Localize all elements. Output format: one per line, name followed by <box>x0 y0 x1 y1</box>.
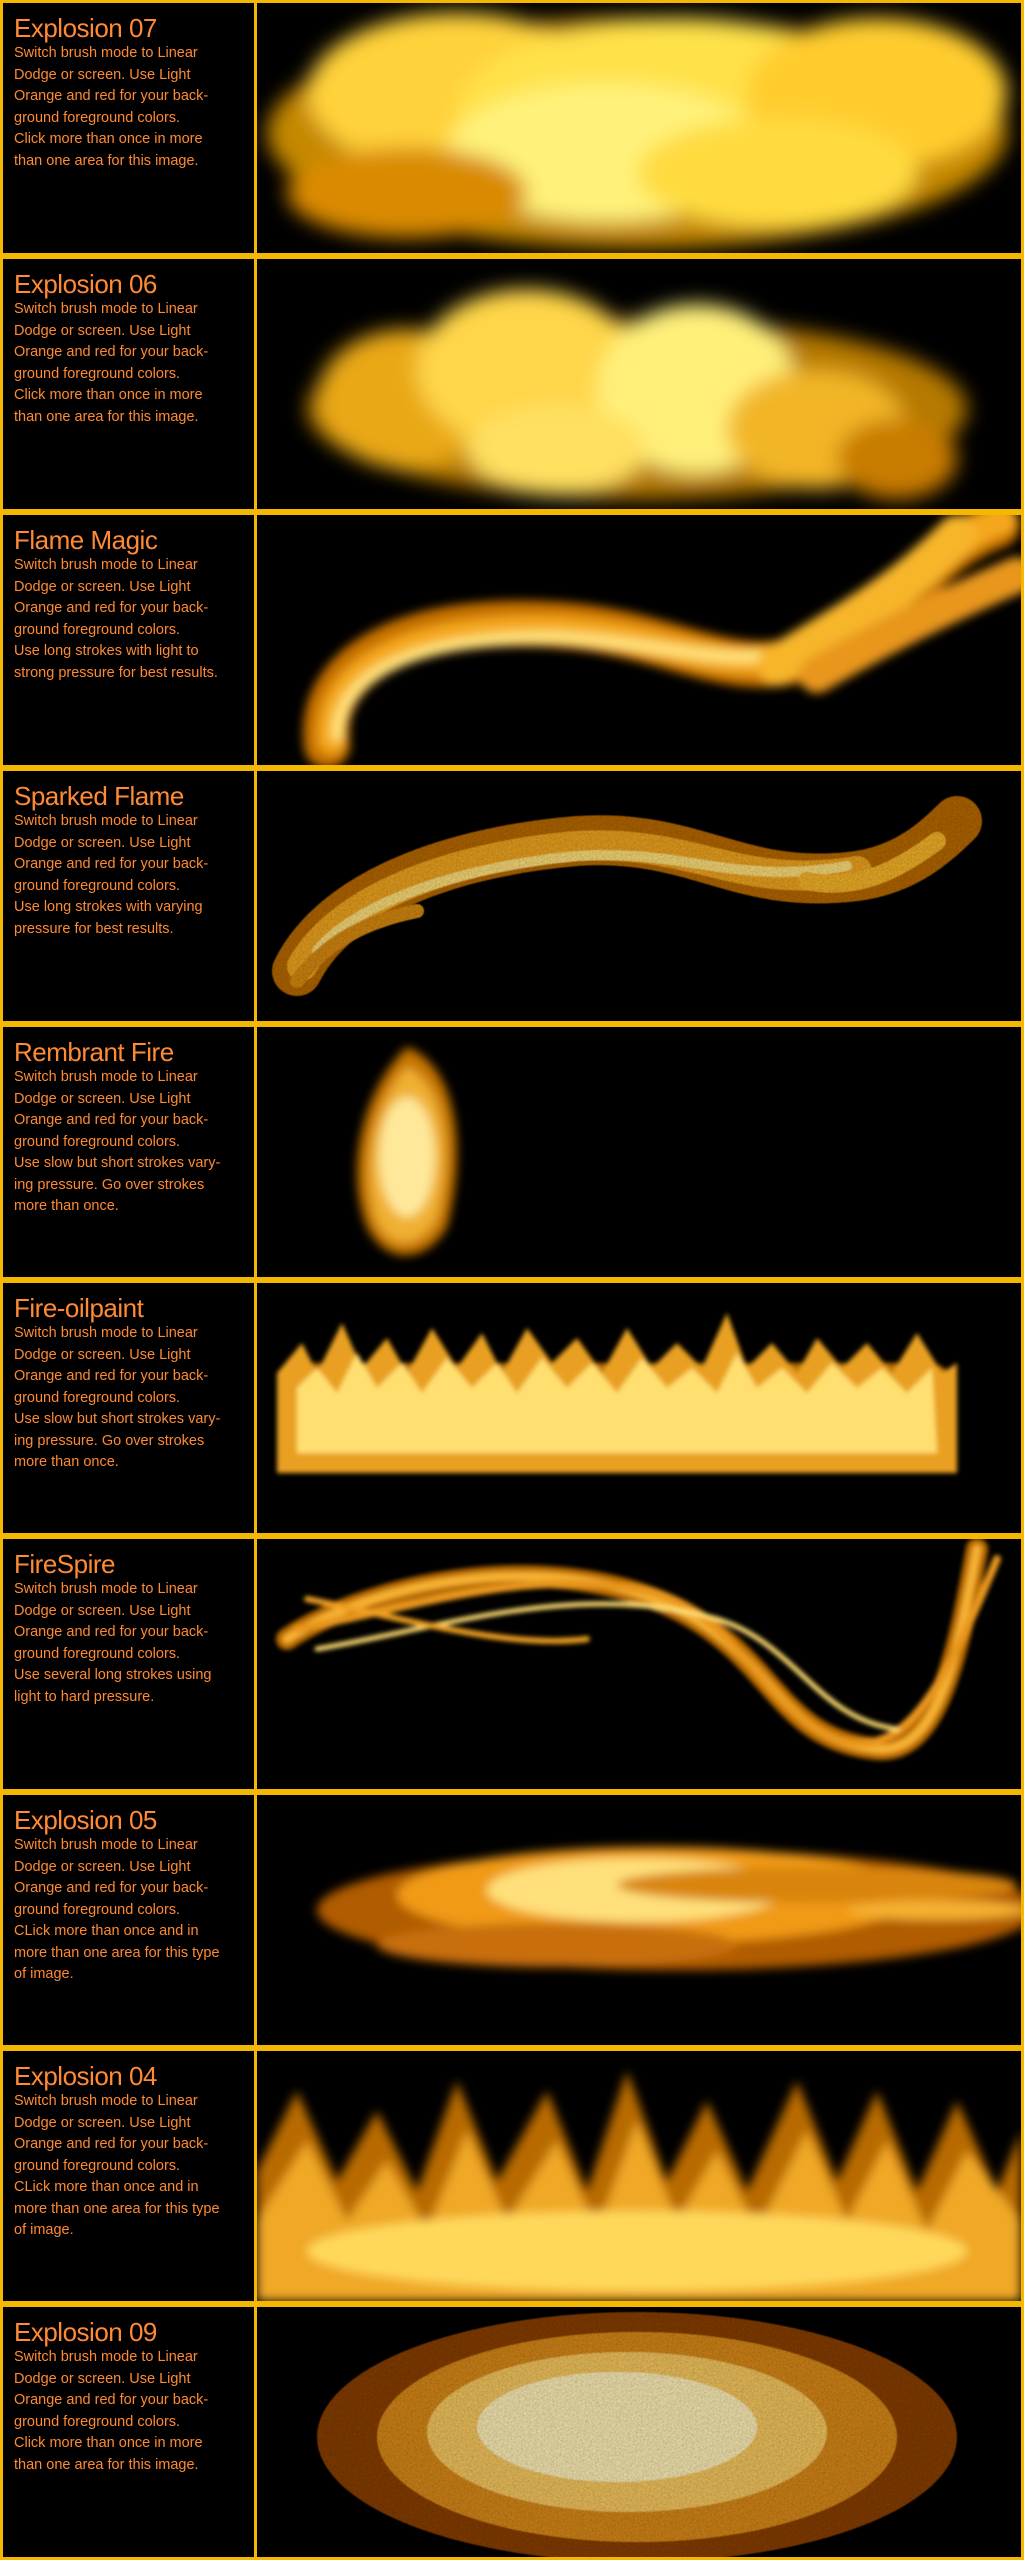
fire-oilpaint-image <box>277 1313 957 1473</box>
brush-preview-explosion-04 <box>257 2051 1021 2301</box>
brush-title: Fire-oilpaint <box>14 1293 144 1323</box>
brush-row: FireSpire Switch brush mode to Linear Do… <box>0 1536 1024 1792</box>
column-divider <box>254 256 257 512</box>
column-divider <box>254 512 257 768</box>
brush-title: Flame Magic <box>14 525 158 555</box>
brush-title: Explosion 04 <box>14 2061 157 2091</box>
brush-description: Switch brush mode to Linear Dodge or scr… <box>14 45 209 169</box>
brush-description: Switch brush mode to Linear Dodge or scr… <box>14 557 218 681</box>
brush-preview-explosion-05 <box>257 1795 1021 2045</box>
firespire-image <box>276 1539 1001 1761</box>
brush-info: Flame Magic Switch brush mode to Linear … <box>0 512 254 768</box>
brush-row: Explosion 04 Switch brush mode to Linear… <box>0 2048 1024 2304</box>
brush-info: Explosion 06 Switch brush mode to Linear… <box>0 256 254 512</box>
column-divider <box>254 1536 257 1792</box>
brush-row: Explosion 05 Switch brush mode to Linear… <box>0 1792 1024 2048</box>
brush-title: Explosion 07 <box>14 13 157 43</box>
brush-info: Explosion 04 Switch brush mode to Linear… <box>0 2048 254 2304</box>
brush-row: Explosion 07 Switch brush mode to Linear… <box>0 0 1024 256</box>
brush-preview-rembrant-fire <box>257 1027 1021 1277</box>
brush-title: FireSpire <box>14 1549 115 1579</box>
sparked-flame-image <box>272 796 982 996</box>
brush-row: Rembrant Fire Switch brush mode to Linea… <box>0 1024 1024 1280</box>
column-divider <box>254 0 257 256</box>
brush-preview-explosion-09 <box>257 2307 1021 2557</box>
brush-description: Switch brush mode to Linear Dodge or scr… <box>14 1581 212 1705</box>
brush-info: Explosion 07 Switch brush mode to Linear… <box>0 0 254 256</box>
brush-info: FireSpire Switch brush mode to Linear Do… <box>0 1536 254 1792</box>
brush-row: Flame Magic Switch brush mode to Linear … <box>0 512 1024 768</box>
column-divider <box>254 2304 257 2560</box>
brush-row: Fire-oilpaint Switch brush mode to Linea… <box>0 1280 1024 1536</box>
brush-info: Rembrant Fire Switch brush mode to Linea… <box>0 1024 254 1280</box>
column-divider <box>254 1024 257 1280</box>
brush-description: Switch brush mode to Linear Dodge or scr… <box>14 1325 221 1470</box>
brush-title: Explosion 06 <box>14 269 157 299</box>
brush-row: Explosion 06 Switch brush mode to Linear… <box>0 256 1024 512</box>
brush-row: Sparked Flame Switch brush mode to Linea… <box>0 768 1024 1024</box>
explosion-streak-image <box>317 1847 1021 1970</box>
brush-description: Switch brush mode to Linear Dodge or scr… <box>14 1069 221 1214</box>
brush-preview-sparked-flame <box>257 771 1021 1021</box>
brush-info: Sparked Flame Switch brush mode to Linea… <box>0 768 254 1024</box>
brush-title: Sparked Flame <box>14 781 184 811</box>
column-divider <box>254 768 257 1024</box>
brush-info: Explosion 09 Switch brush mode to Linear… <box>0 2304 254 2560</box>
brush-preview-fire-oilpaint <box>257 1283 1021 1533</box>
brush-info: Fire-oilpaint Switch brush mode to Linea… <box>0 1280 254 1536</box>
explosion-cloud-image <box>307 289 967 499</box>
column-divider <box>254 1792 257 2048</box>
flame-stroke-image <box>303 515 1021 765</box>
brush-row: Explosion 09 Switch brush mode to Linear… <box>0 2304 1024 2560</box>
explosion-burst-image <box>317 2312 957 2557</box>
column-divider <box>254 1280 257 1536</box>
brush-title: Explosion 09 <box>14 2317 157 2347</box>
brush-preview-firespire <box>257 1539 1021 1789</box>
brush-description: Switch brush mode to Linear Dodge or scr… <box>14 1837 220 1982</box>
brush-description: Switch brush mode to Linear Dodge or scr… <box>14 2349 209 2473</box>
column-divider <box>254 2048 257 2304</box>
brush-info: Explosion 05 Switch brush mode to Linear… <box>0 1792 254 2048</box>
brush-title: Rembrant Fire <box>14 1037 174 1067</box>
brush-preview-flame-magic <box>257 515 1021 765</box>
brush-title: Explosion 05 <box>14 1805 157 1835</box>
brush-description: Switch brush mode to Linear Dodge or scr… <box>14 2093 220 2238</box>
brush-description: Switch brush mode to Linear Dodge or scr… <box>14 301 209 425</box>
explosion-cloud-image <box>267 13 1007 248</box>
brush-preview-explosion-06 <box>257 259 1021 509</box>
flame-wall-image <box>257 2071 1021 2301</box>
rembrant-fire-image <box>357 1047 457 1256</box>
brush-preview-explosion-07 <box>257 3 1021 253</box>
brush-description: Switch brush mode to Linear Dodge or scr… <box>14 813 209 937</box>
